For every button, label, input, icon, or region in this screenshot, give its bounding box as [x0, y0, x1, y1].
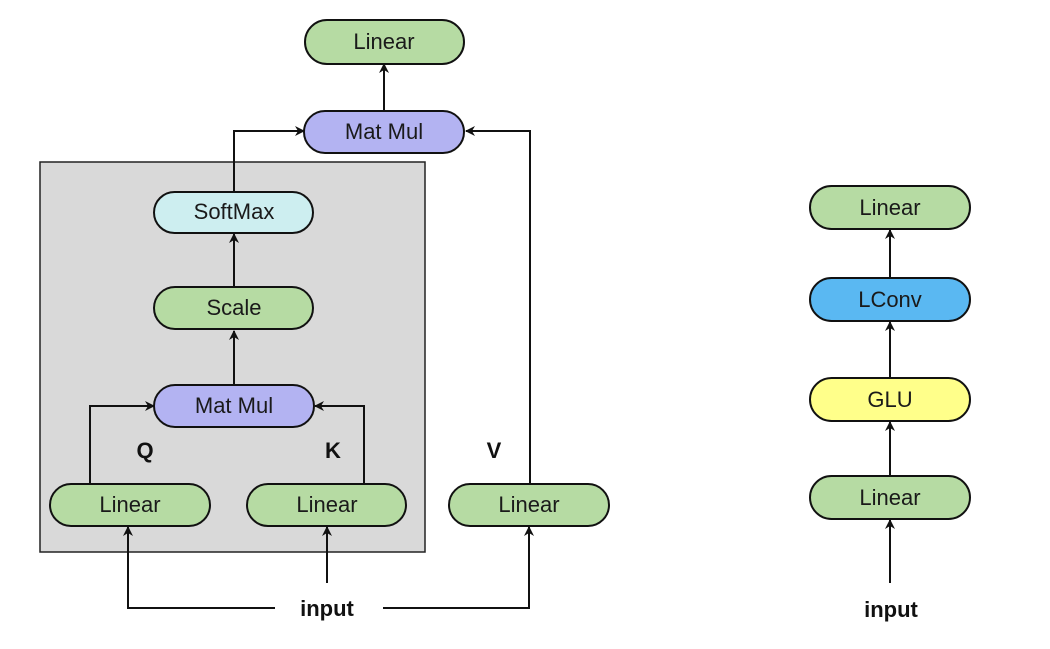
edge-k-linear-to-inner-matmul: [314, 401, 365, 484]
outer-matmul-node: [303, 110, 465, 154]
top-linear-node: [304, 19, 465, 65]
conv-top-linear-label: Linear: [859, 195, 920, 220]
k-linear-label: Linear: [296, 492, 357, 517]
top-linear-label: Linear: [353, 29, 414, 54]
edge-softmax-to-outer-matmul: [233, 126, 305, 192]
edge-input-to-v-linear: [383, 526, 534, 609]
lconv-label: LConv: [858, 287, 922, 312]
inner-matmul-node: [153, 384, 315, 428]
q-linear-label: Linear: [99, 492, 160, 517]
conv-input-label: input: [864, 597, 918, 622]
edge-input-to-q-linear: [123, 526, 275, 609]
outer-matmul-label: Mat Mul: [345, 119, 423, 144]
edge-v-linear-to-outer-matmul: [465, 126, 531, 485]
v-label: V: [487, 438, 502, 463]
glu-label: GLU: [867, 387, 912, 412]
softmax-node: [153, 191, 314, 234]
scale-label: Scale: [206, 295, 261, 320]
conv-top-linear-node: [809, 185, 971, 230]
attention-input-label: input: [300, 596, 354, 621]
inner-matmul-label: Mat Mul: [195, 393, 273, 418]
k-label: K: [325, 438, 341, 463]
q-label: Q: [136, 438, 153, 463]
scale-node: [153, 286, 314, 330]
conv-bottom-linear-label: Linear: [859, 485, 920, 510]
lconv-node: [809, 277, 971, 322]
edge-q-linear-to-inner-matmul: [89, 401, 155, 484]
q-linear-node: [49, 483, 211, 527]
v-linear-node: [448, 483, 610, 527]
k-linear-node: [246, 483, 407, 527]
softmax-label: SoftMax: [194, 199, 275, 224]
glu-node: [809, 377, 971, 422]
conv-bottom-linear-node: [809, 475, 971, 520]
v-linear-label: Linear: [498, 492, 559, 517]
